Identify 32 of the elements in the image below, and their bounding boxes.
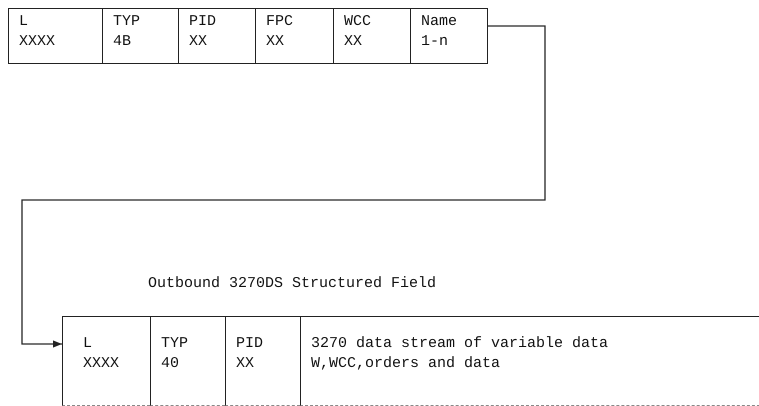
field-cell [300,316,759,406]
field-value: 1-n [421,33,450,51]
field-cell [62,316,150,406]
field-name: TYP [161,335,190,353]
field-name: PID [236,335,264,353]
field-name: FPC [266,13,294,31]
field-cell [102,8,178,64]
field-name: PID [189,13,218,31]
field-value: W,WCC,orders and data [311,355,502,373]
field-name: L [19,13,30,31]
diagram-title: Outbound 3270DS Structured Field [148,275,436,292]
field-cell [178,8,255,64]
field-name: TYP [113,13,142,31]
field-name: 3270 data stream of variable data [311,335,610,353]
field-value: XXXX [19,33,56,51]
connector-arrow [21,25,546,348]
field-name: L [83,335,94,353]
field-value: XX [344,33,364,51]
field-cell [150,316,225,406]
field-cell [333,8,410,64]
field-cell [410,8,488,64]
field-value: XX [266,33,286,51]
field-cell [8,8,102,64]
field-name: WCC [344,13,372,31]
field-cell [255,8,333,64]
field-value: XXXX [83,355,120,373]
field-cell [225,316,300,406]
field-value: XX [236,355,256,373]
field-value: XX [189,33,208,51]
field-value: 40 [161,355,180,373]
field-name: Name [421,13,458,31]
field-value: 4B [113,33,132,51]
